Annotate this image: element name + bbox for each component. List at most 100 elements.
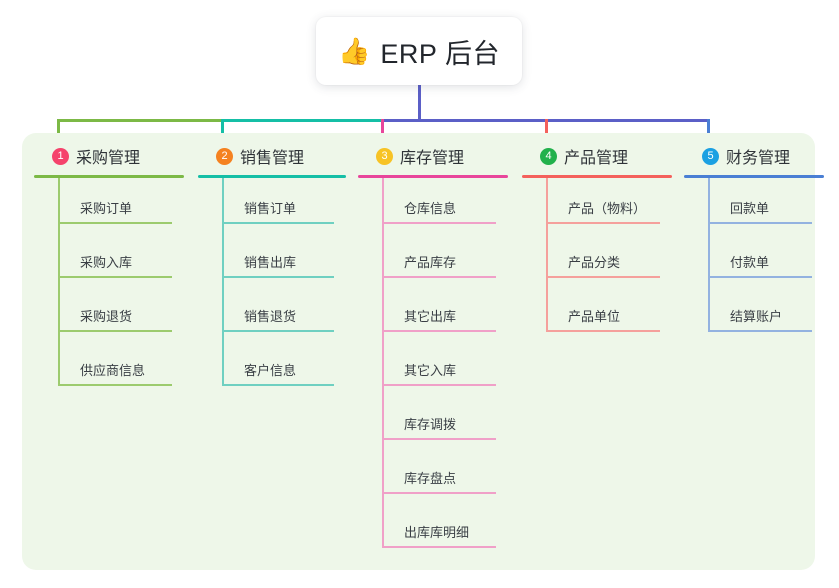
column-title-4: 产品管理 <box>564 150 629 167</box>
column-spine-1 <box>58 178 60 386</box>
leaf-label: 产品（物料） <box>568 201 647 216</box>
root-node[interactable]: 👍 ERP 后台 <box>316 17 522 85</box>
column-rule-1 <box>34 175 184 178</box>
leaf-label: 出库库明细 <box>404 525 470 540</box>
leaf-rule <box>546 222 660 224</box>
leaf-label: 产品单位 <box>568 309 621 324</box>
leaf-label: 销售出库 <box>244 255 297 270</box>
leaf-item[interactable]: 产品（物料） <box>546 178 660 224</box>
column-header-3[interactable]: 3 库存管理 <box>358 143 518 169</box>
leaf-rule <box>58 222 172 224</box>
leaf-item[interactable]: 销售订单 <box>222 178 334 224</box>
leaf-label: 销售退货 <box>244 309 297 324</box>
column-title-3: 库存管理 <box>400 150 465 167</box>
leaf-label: 采购退货 <box>80 309 133 324</box>
leaf-item[interactable]: 其它入库 <box>382 340 496 386</box>
column-header-5[interactable]: 5 财务管理 <box>684 143 834 169</box>
column-rule-3 <box>358 175 508 178</box>
thumbs-up-icon: 👍 <box>338 36 371 66</box>
leaf-label: 产品库存 <box>404 255 457 270</box>
column-rule-4 <box>522 175 672 178</box>
leaf-item[interactable]: 产品分类 <box>546 232 660 278</box>
column-2: 2 销售管理销售订单销售出库销售退货客户信息 <box>198 143 356 404</box>
leaf-rule <box>382 546 496 548</box>
column-spine-2 <box>222 178 224 386</box>
leaf-rule <box>382 330 496 332</box>
leaf-rule <box>382 438 496 440</box>
leaf-label: 采购入库 <box>80 255 133 270</box>
leaf-label: 销售订单 <box>244 201 297 216</box>
leaf-rule <box>58 276 172 278</box>
column-title-2: 销售管理 <box>240 150 305 167</box>
column-header-1[interactable]: 1 采购管理 <box>34 143 194 169</box>
leaf-item[interactable]: 产品库存 <box>382 232 496 278</box>
column-spine-3 <box>382 178 384 548</box>
column-spine-5 <box>708 178 710 332</box>
column-spine-4 <box>546 178 548 332</box>
leaf-label: 回款单 <box>730 201 770 216</box>
column-header-4[interactable]: 4 产品管理 <box>522 143 682 169</box>
number-badge-4: 4 <box>540 147 557 165</box>
leaf-item[interactable]: 产品单位 <box>546 286 660 332</box>
number-badge-1: 1 <box>52 147 69 165</box>
leaf-item[interactable]: 结算账户 <box>708 286 812 332</box>
leaf-rule <box>222 222 334 224</box>
leaf-item[interactable]: 库存盘点 <box>382 448 496 494</box>
column-title-1: 采购管理 <box>76 150 141 167</box>
number-badge-5: 5 <box>702 147 719 165</box>
leaf-item[interactable]: 供应商信息 <box>58 340 172 386</box>
leaf-item[interactable]: 采购退货 <box>58 286 172 332</box>
bus-segment-green <box>56 119 223 122</box>
leaf-rule <box>382 384 496 386</box>
leaf-rule <box>382 222 496 224</box>
leaf-item[interactable]: 采购入库 <box>58 232 172 278</box>
leaf-rule <box>58 384 172 386</box>
leaf-rule <box>546 330 660 332</box>
column-4: 4 产品管理产品（物料） 产品分类产品单位 <box>522 143 682 350</box>
leaf-label: 其它入库 <box>404 363 457 378</box>
column-body-2: 销售订单销售出库销售退货客户信息 <box>198 178 356 404</box>
column-body-5: 回款单付款单结算账户 <box>684 178 834 350</box>
leaf-label: 结算账户 <box>730 309 783 324</box>
leaf-label: 付款单 <box>730 255 770 270</box>
leaf-rule <box>58 330 172 332</box>
number-badge-2: 2 <box>216 147 233 165</box>
column-body-4: 产品（物料） 产品分类产品单位 <box>522 178 682 350</box>
leaf-rule <box>222 384 334 386</box>
bus-segment-teal <box>220 119 383 122</box>
leaf-label: 采购订单 <box>80 201 133 216</box>
leaf-item[interactable]: 仓库信息 <box>382 178 496 224</box>
column-body-1: 采购订单采购入库采购退货供应商信息 <box>34 178 194 404</box>
leaf-label: 产品分类 <box>568 255 621 270</box>
leaf-label: 客户信息 <box>244 363 297 378</box>
leaf-item[interactable]: 销售出库 <box>222 232 334 278</box>
leaf-item[interactable]: 回款单 <box>708 178 812 224</box>
leaf-label: 其它出库 <box>404 309 457 324</box>
number-badge-3: 3 <box>376 147 393 165</box>
leaf-rule <box>222 276 334 278</box>
column-rule-5 <box>684 175 824 178</box>
leaf-item[interactable]: 销售退货 <box>222 286 334 332</box>
column-rule-2 <box>198 175 346 178</box>
leaf-item[interactable]: 付款单 <box>708 232 812 278</box>
leaf-item[interactable]: 库存调拨 <box>382 394 496 440</box>
leaf-rule <box>708 276 812 278</box>
column-body-3: 仓库信息产品库存其它出库其它入库库存调拨库存盘点出库库明细 <box>358 178 518 566</box>
leaf-item[interactable]: 采购订单 <box>58 178 172 224</box>
column-header-2[interactable]: 2 销售管理 <box>198 143 356 169</box>
leaf-rule <box>546 276 660 278</box>
leaf-item[interactable]: 客户信息 <box>222 340 334 386</box>
leaf-rule <box>382 276 496 278</box>
leaf-rule <box>382 492 496 494</box>
column-title-5: 财务管理 <box>726 150 791 167</box>
leaf-item[interactable]: 其它出库 <box>382 286 496 332</box>
leaf-label: 供应商信息 <box>80 363 146 378</box>
leaf-item[interactable]: 出库库明细 <box>382 502 496 548</box>
page-title: ERP 后台 <box>380 38 500 69</box>
leaf-rule <box>708 330 812 332</box>
leaf-rule <box>708 222 812 224</box>
root-stem <box>417 85 421 122</box>
content-panel <box>22 133 815 570</box>
column-5: 5 财务管理回款单付款单结算账户 <box>684 143 834 350</box>
